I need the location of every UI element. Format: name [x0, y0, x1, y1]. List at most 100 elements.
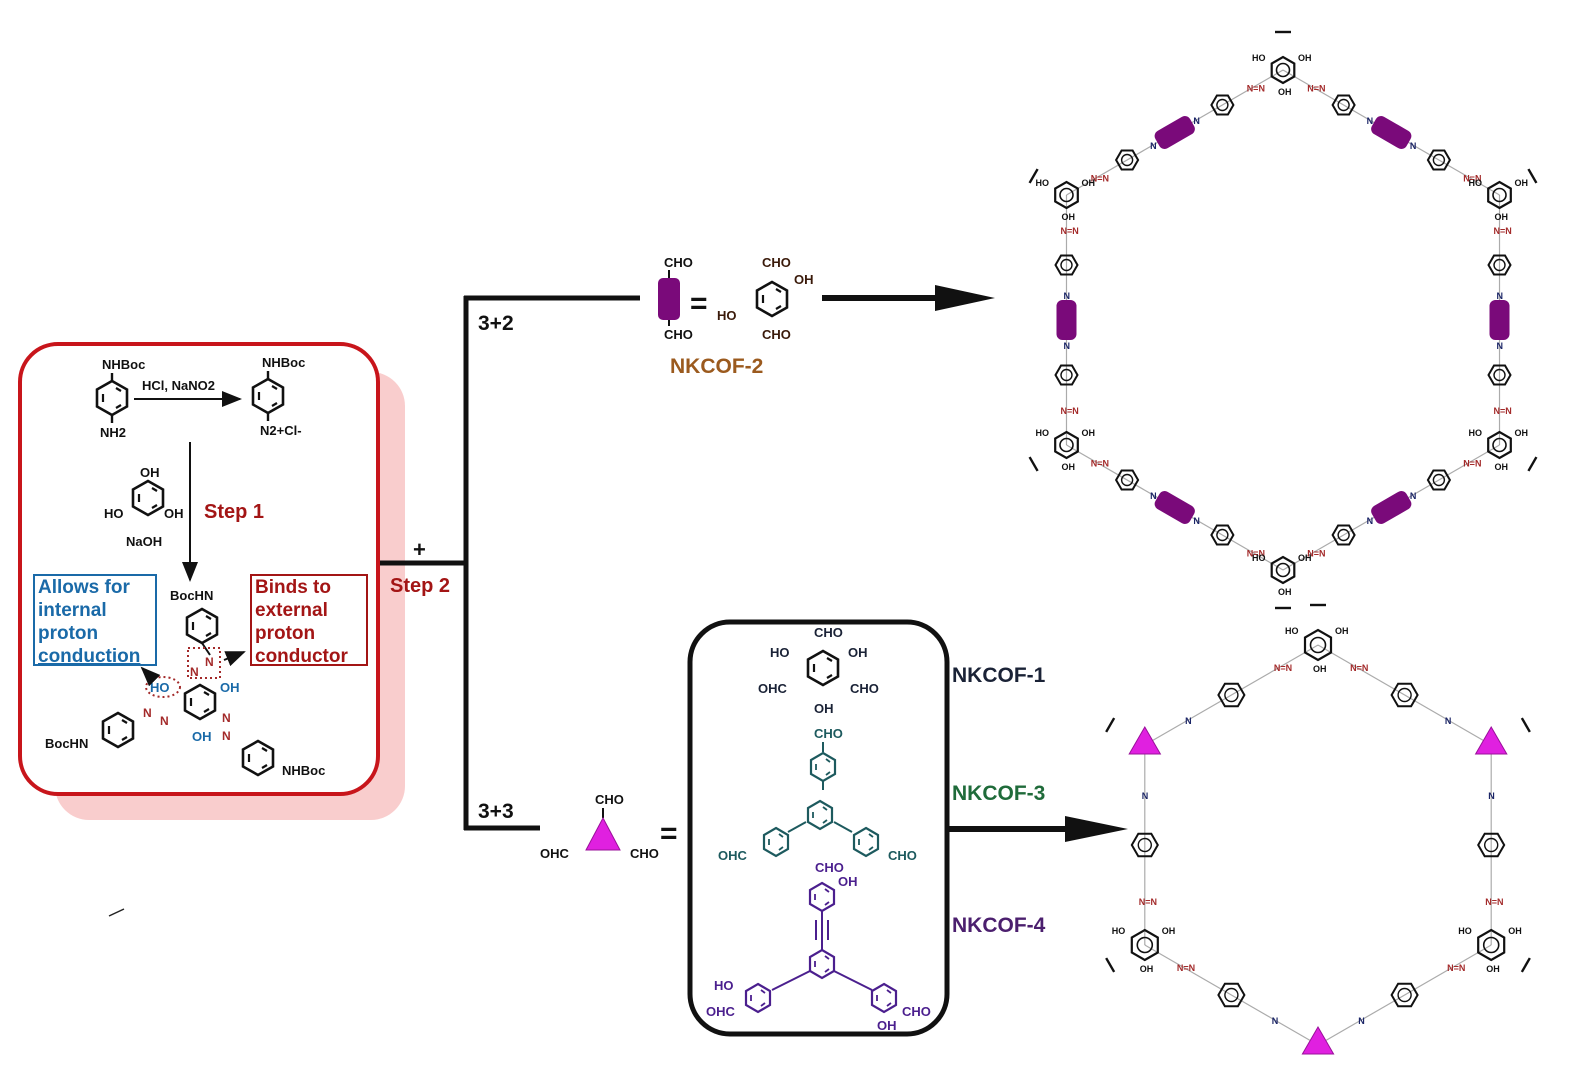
note-line: internal [38, 600, 107, 621]
phloro-oh-right: OH [164, 506, 184, 521]
nkcof-2-label: NKCOF-2 [670, 355, 763, 378]
linker-nkcof4: CHO OH HO OHC CHO OH [706, 860, 931, 1033]
azo-group: N=N [1307, 84, 1325, 94]
equals-sign-33: = [660, 817, 678, 850]
nkcof-1-label: NKCOF-1 [952, 664, 1046, 687]
node-oh: OH [1278, 587, 1292, 597]
tfb-cho-right: CHO [888, 848, 917, 863]
imine-n: N [1150, 141, 1157, 151]
triangle-linker [1474, 726, 1508, 755]
node-oh: OH [1162, 926, 1176, 936]
node-oh: OH [1298, 53, 1312, 63]
node-ho: HO [1252, 53, 1266, 63]
linker-block [1489, 300, 1510, 340]
imine-n: N [1193, 116, 1200, 126]
framework-nkcof2: N=NNNN=NN=NNNN=NN=NNNN=NN=NNNN=NN=NNNN=N… [1028, 30, 1538, 610]
tp-cho-top: CHO [814, 625, 843, 640]
internal-conduction-note: Allows for internal proton conduction [33, 574, 157, 667]
azo-group: N=N [1463, 459, 1481, 469]
triangle-linker [1128, 726, 1162, 755]
framework-edge: N=NN [1144, 944, 1319, 1046]
tea-cho-right: CHO [902, 1004, 931, 1019]
svg-text:N: N [143, 706, 152, 720]
tea-ohc: OHC [706, 1004, 736, 1019]
node-oh: OH [1495, 462, 1509, 472]
phenyl-ring [1217, 982, 1246, 1008]
phenyl-ring [1130, 832, 1159, 858]
azo-group: N=N [1307, 549, 1325, 559]
node-oh: OH [1515, 428, 1529, 438]
node-ho: HO [1285, 626, 1299, 636]
node-oh: OH [1081, 178, 1095, 188]
imine-n: N [1497, 291, 1504, 301]
note-line: proton [255, 623, 316, 644]
chain-terminus [1105, 717, 1116, 733]
node-oh: OH [1081, 428, 1095, 438]
node-oh: OH [1140, 964, 1154, 974]
framework-edge: N=NN [1130, 745, 1159, 945]
azo-group: N=N [1274, 663, 1292, 673]
phenyl-ring [1114, 149, 1140, 171]
note-line: proton [38, 623, 99, 644]
internal-ho: HO [150, 680, 170, 695]
linker-block [1154, 491, 1195, 524]
imine-n: N [1272, 1016, 1279, 1026]
phloroglucinol: OH HO OH [104, 465, 184, 521]
arrow-to-nkcof-33 [947, 816, 1128, 842]
phenyl-ring [1487, 364, 1512, 386]
note-line: Allows for [38, 577, 130, 598]
hydroxyl-bottom: OH [192, 729, 212, 744]
product-bottom-group: N2+Cl- [260, 423, 302, 438]
svg-text:N: N [222, 729, 231, 743]
azo-group: N=N [1463, 174, 1481, 184]
chain-terminus [1028, 168, 1039, 184]
trisazo-product: BocHN N N HO OH OH N N BocHN N N NHBoc [45, 588, 325, 778]
nkcof-3-label: NKCOF-3 [952, 782, 1045, 805]
node-ho: HO [1035, 428, 1049, 438]
step2-label: Step 2 [390, 575, 450, 597]
imine-n: N [1410, 141, 1417, 151]
linker-bottom-cho: CHO [664, 327, 693, 342]
framework-edge: N=NN [1317, 644, 1492, 746]
phenyl-ring [1217, 682, 1246, 708]
azo-group: N=N [1247, 549, 1265, 559]
chain-terminus [1527, 456, 1538, 472]
linker-block [1056, 300, 1077, 340]
product-top-group: NHBoc [262, 355, 305, 370]
framework-edge: N=NN [1144, 644, 1319, 746]
plus-sign: + [413, 537, 426, 562]
phenyl-ring [1426, 149, 1452, 171]
dhta-ho: HO [717, 308, 737, 323]
reagents-label: HCl, NaNO2 [142, 378, 215, 393]
tri-cho-top: CHO [595, 792, 624, 807]
imine-n: N [1150, 491, 1157, 501]
svg-text:N: N [160, 714, 169, 728]
phloro-oh-top: OH [140, 465, 160, 480]
node-phloroglucinol: HO OH OH [1112, 926, 1176, 974]
phenyl-ring [1210, 524, 1235, 546]
dhta-oh: OH [794, 272, 814, 287]
right-nhboc: NHBoc [282, 763, 325, 778]
azo-group: N=N [1060, 406, 1078, 416]
node-ho: HO [1112, 926, 1126, 936]
linker-block [1154, 116, 1195, 149]
panel-border [18, 342, 380, 796]
product-diazonium: NHBoc N2+Cl- [251, 355, 305, 438]
node-oh: OH [1298, 553, 1312, 563]
tfb-cho-top: CHO [814, 726, 843, 741]
phenyl-ring [1054, 254, 1079, 276]
nkcof-4-label: NKCOF-4 [952, 914, 1046, 937]
tp-cho-right: CHO [850, 681, 879, 696]
azo-group: N=N [1485, 897, 1503, 907]
phenyl-ring [1487, 254, 1512, 276]
ditopic-linker: CHO CHO [658, 255, 693, 342]
hydroxyl-right: OH [220, 680, 240, 695]
